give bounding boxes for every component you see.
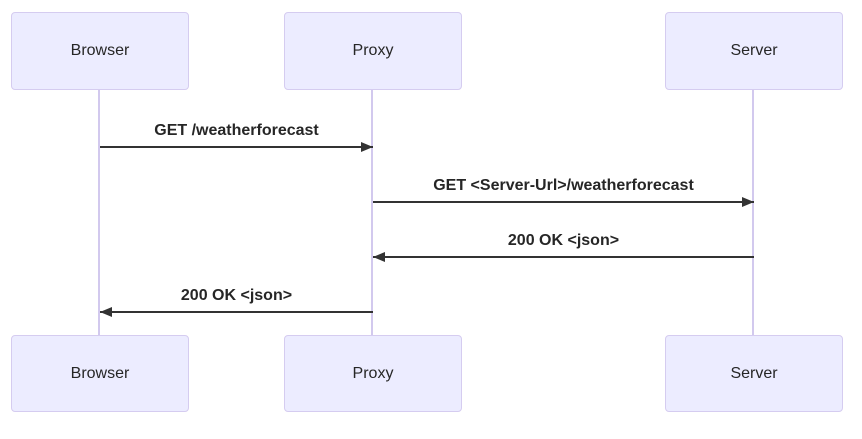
- lifeline-browser: [98, 90, 100, 335]
- lifeline-proxy: [371, 90, 373, 335]
- message-proxy-to-browser: 200 OK <json>: [100, 285, 373, 317]
- actor-box-proxy-bottom: Proxy: [284, 335, 462, 412]
- arrow-shaft: [100, 146, 373, 148]
- arrowhead-right-icon: [361, 142, 373, 152]
- arrow-shaft: [373, 256, 754, 258]
- message-arrow: [100, 142, 373, 152]
- actor-label-server: Server: [730, 42, 778, 59]
- arrow-shaft: [373, 201, 754, 203]
- actor-box-browser-top: Browser: [11, 12, 189, 90]
- message-label: GET /weatherforecast: [154, 122, 319, 139]
- arrowhead-left-icon: [100, 307, 112, 317]
- message-browser-to-proxy: GET /weatherforecast: [100, 120, 373, 152]
- message-proxy-to-server: GET <Server-Url>/weatherforecast: [373, 175, 754, 207]
- actor-box-proxy-top: Proxy: [284, 12, 462, 90]
- lifeline-server: [752, 90, 754, 335]
- arrow-shaft: [100, 311, 373, 313]
- actor-label-browser: Browser: [70, 364, 130, 382]
- message-label: 200 OK <json>: [180, 287, 293, 304]
- message-label: GET <Server-Url>/weatherforecast: [433, 177, 694, 194]
- arrowhead-right-icon: [742, 197, 754, 207]
- actor-label-proxy: Proxy: [352, 42, 394, 59]
- actor-box-server-bottom: Server: [665, 335, 843, 412]
- actor-box-server-top: Server: [665, 12, 843, 90]
- actor-label-browser: Browser: [70, 42, 130, 59]
- actor-label-proxy: Proxy: [352, 364, 394, 382]
- message-arrow: [100, 307, 373, 317]
- message-arrow: [373, 197, 754, 207]
- message-server-to-proxy: 200 OK <json>: [373, 230, 754, 262]
- arrowhead-left-icon: [373, 252, 385, 262]
- message-arrow: [373, 252, 754, 262]
- actor-box-browser-bottom: Browser: [11, 335, 189, 412]
- actor-label-server: Server: [730, 364, 778, 382]
- message-label: 200 OK <json>: [507, 232, 620, 249]
